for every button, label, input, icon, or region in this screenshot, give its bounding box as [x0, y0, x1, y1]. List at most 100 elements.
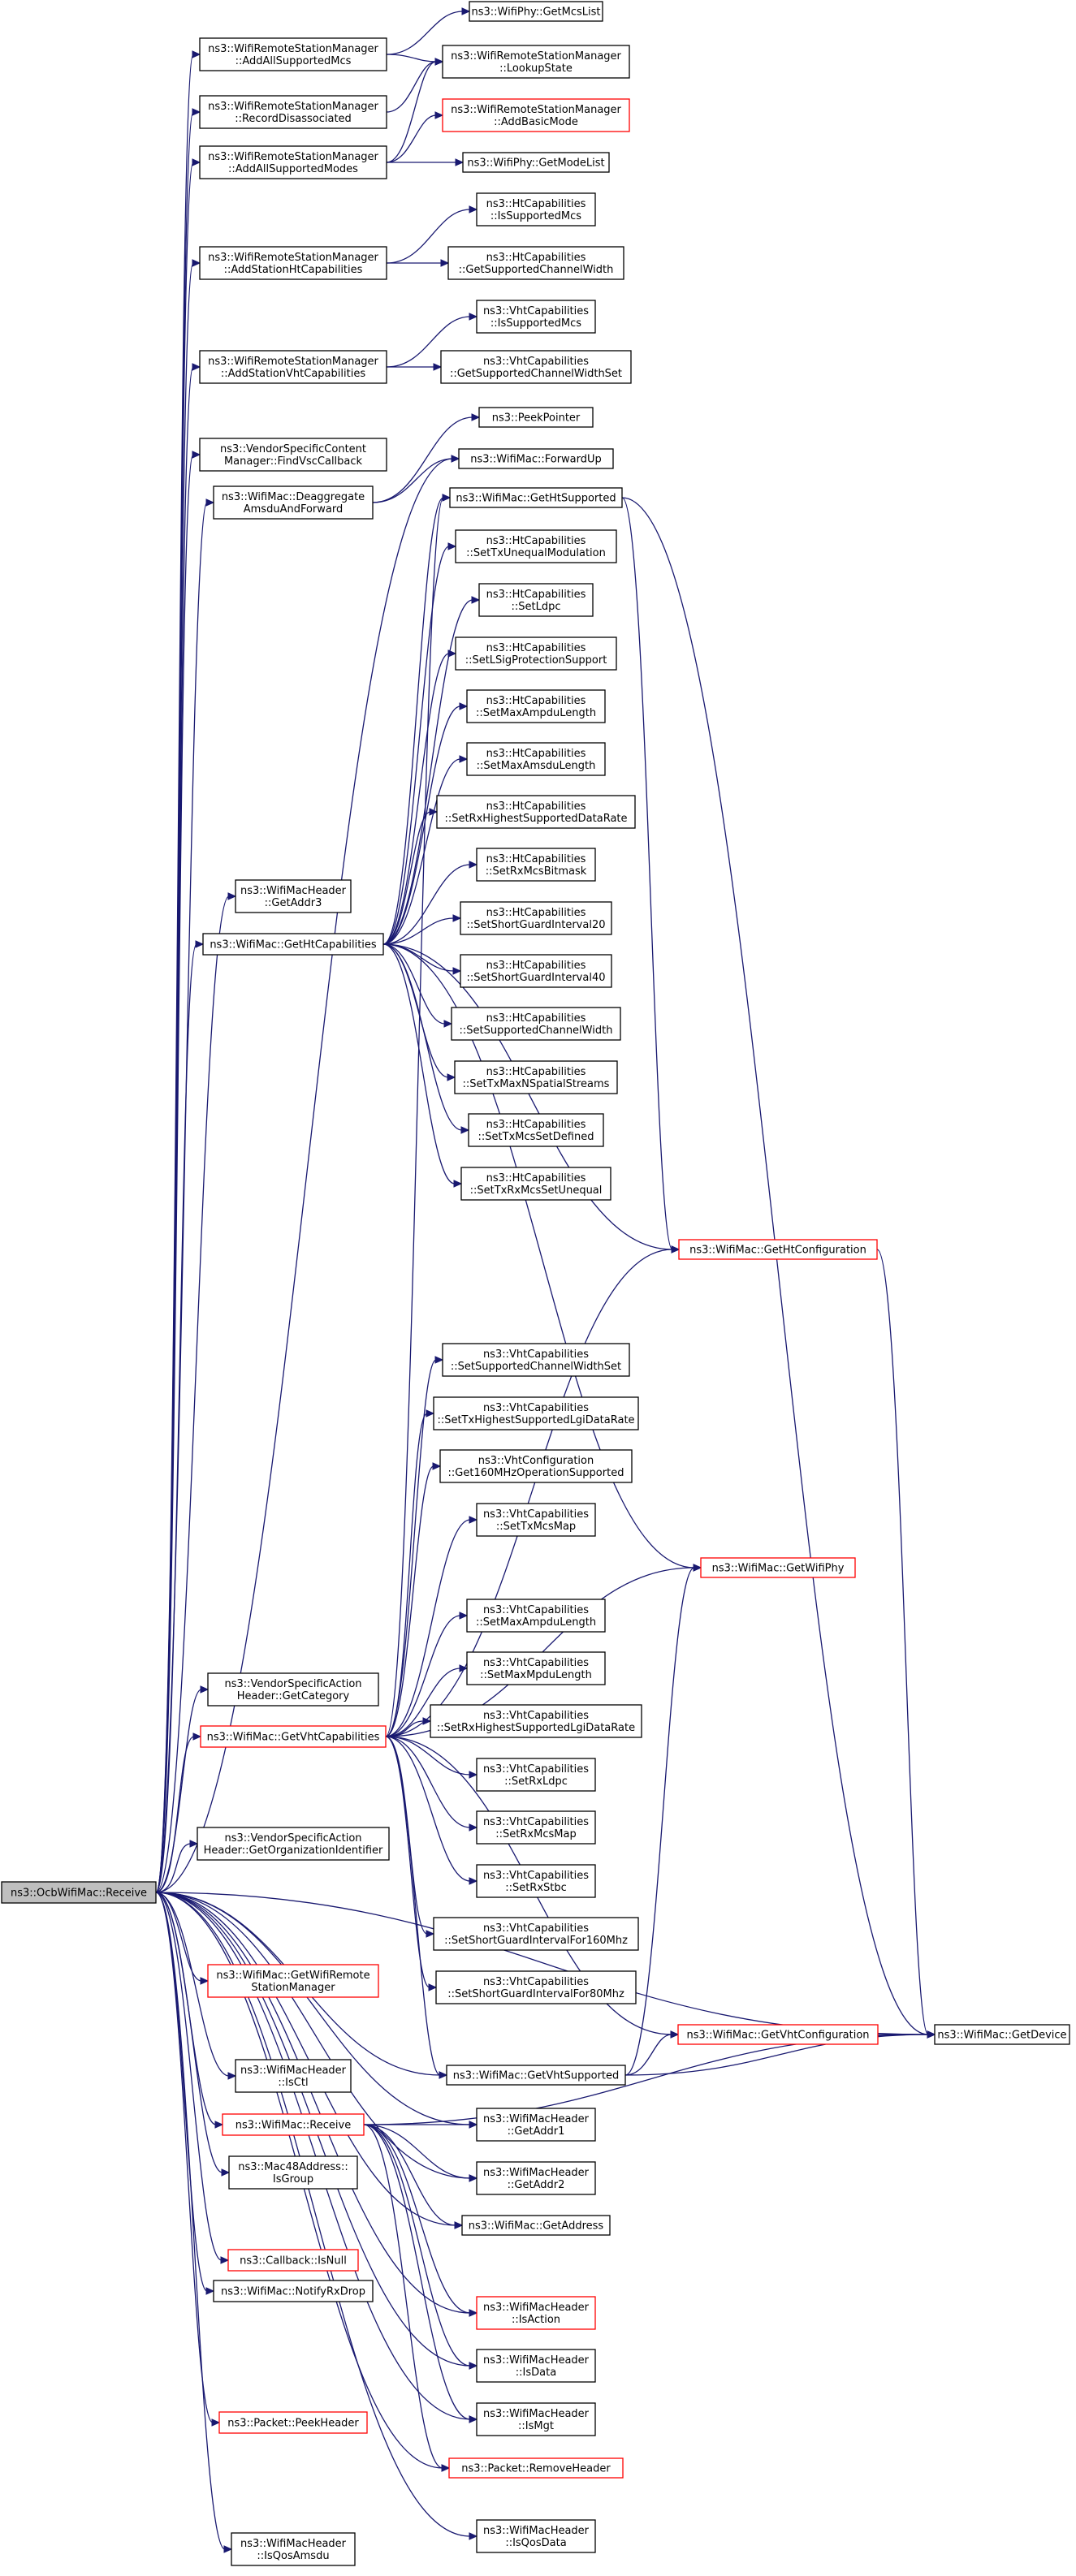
call-edge-get_ht_caps-to-ht_set_tx_unequal_mod: [382, 546, 450, 945]
function-node-vhtconf-get160[interactable]: ns3::VhtConfiguration::Get160MHzOperatio…: [439, 1449, 633, 1483]
node-label-line: ns3::VhtCapabilities: [483, 1710, 589, 1722]
function-node-wifimac-get-address[interactable]: ns3::WifiMac::GetAddress: [461, 2215, 611, 2236]
arrowhead-get_vht_caps-to-vht_set_tx_mcs_map: [469, 1516, 478, 1524]
function-node-ht-set-max-amsdu[interactable]: ns3::HtCapabilities::SetMaxAmsduLength: [466, 742, 606, 776]
function-node-get-ht-caps[interactable]: ns3::WifiMac::GetHtCapabilities: [202, 933, 384, 956]
function-node-ht-is-supported-mcs[interactable]: ns3::HtCapabilities::IsSupportedMcs: [476, 192, 596, 227]
function-node-vht-set-max-ampdu[interactable]: ns3::VhtCapabilities::SetMaxAmpduLength: [466, 1599, 606, 1633]
function-node-get-wifi-phy[interactable]: ns3::WifiMac::GetWifiPhy: [700, 1557, 856, 1578]
call-edge-get_ht_caps-to-ht_set_rx_highest: [382, 811, 431, 945]
function-node-ht-set-sgi40[interactable]: ns3::HtCapabilities::SetShortGuardInterv…: [460, 954, 612, 988]
function-node-add-station-vht-caps[interactable]: ns3::WifiRemoteStationManager::AddStatio…: [199, 350, 387, 384]
function-node-ht-set-max-ampdu[interactable]: ns3::HtCapabilities::SetMaxAmpduLength: [466, 689, 606, 723]
function-node-ht-set-supported-cw[interactable]: ns3::HtCapabilities::SetSupportedChannel…: [451, 1007, 621, 1041]
node-label-line: ns3::WifiMac::GetVhtCapabilities: [207, 1732, 380, 1744]
function-node-hdr-get-addr1[interactable]: ns3::WifiMacHeader::GetAddr1: [476, 2108, 596, 2142]
arrowhead-get_vht_caps-to-vht_set_max_ampdu: [459, 1612, 469, 1620]
node-box: [199, 37, 387, 71]
function-node-mac48-is-group[interactable]: ns3::Mac48Address::IsGroup: [228, 2155, 358, 2190]
function-node-forward-up[interactable]: ns3::WifiMac::ForwardUp: [458, 448, 614, 469]
node-box: [433, 1917, 639, 1951]
function-node-get-vht-configuration[interactable]: ns3::WifiMac::GetVhtConfiguration: [677, 2024, 879, 2045]
node-label-line: ns3::HtCapabilities: [486, 589, 586, 601]
function-node-get-ht-supported[interactable]: ns3::WifiMac::GetHtSupported: [449, 487, 623, 508]
arrowhead-get_vht_supported-to-get_vht_configuration: [670, 2030, 680, 2039]
function-node-ht-set-txrx-mcs-unequal[interactable]: ns3::HtCapabilities::SetTxRxMcsSetUnequa…: [460, 1167, 611, 1201]
node-label-line: ::SetLdpc: [511, 601, 560, 613]
function-node-ht-get-supported-cw[interactable]: ns3::HtCapabilities::GetSupportedChannel…: [447, 246, 624, 280]
call-edge-get_vht_supported-to-get_vht_configuration: [624, 2034, 672, 2076]
function-node-phy-get-mcs-list[interactable]: ns3::WifiPhy::GetMcsList: [469, 1, 603, 22]
function-node-ocb-receive[interactable]: ns3::OcbWifiMac::Receive: [1, 1881, 157, 1904]
call-edge-get_ht_caps-to-get_ht_supported: [382, 497, 444, 945]
function-node-vht-set-rx-mcs-map[interactable]: ns3::VhtCapabilities::SetRxMcsMap: [476, 1810, 596, 1845]
node-box: [454, 1060, 618, 1094]
node-label-line: ::IsData: [516, 2367, 556, 2379]
node-label-line: ns3::WifiMac::GetHtCapabilities: [210, 939, 377, 951]
function-node-add-station-ht-caps[interactable]: ns3::WifiRemoteStationManager::AddStatio…: [199, 246, 387, 280]
function-node-vht-set-tx-highest-lgi[interactable]: ns3::VhtCapabilities::SetTxHighestSuppor…: [433, 1396, 639, 1430]
function-node-add-all-supported-modes[interactable]: ns3::WifiRemoteStationManager::AddAllSup…: [199, 145, 387, 179]
function-node-hdr-get-addr2[interactable]: ns3::WifiMacHeader::GetAddr2: [476, 2161, 596, 2195]
call-edge-ocb_receive-to-wifimac_receive: [155, 1892, 217, 2125]
function-node-vht-set-rx-highest-lgi[interactable]: ns3::VhtCapabilities::SetRxHighestSuppor…: [430, 1704, 642, 1738]
function-node-notify-rx-drop[interactable]: ns3::WifiMac::NotifyRxDrop: [213, 2280, 374, 2302]
function-node-ht-set-tx-max-nss[interactable]: ns3::HtCapabilities::SetTxMaxNSpatialStr…: [454, 1060, 618, 1094]
function-node-hdr-is-action[interactable]: ns3::WifiMacHeader::IsAction: [476, 2296, 596, 2330]
function-node-lookup-state[interactable]: ns3::WifiRemoteStationManager::LookupSta…: [442, 45, 630, 79]
function-node-ht-set-rx-highest[interactable]: ns3::HtCapabilities::SetRxHighestSupport…: [436, 795, 636, 829]
function-node-phy-get-mode-list[interactable]: ns3::WifiPhy::GetModeList: [462, 152, 610, 173]
function-node-vht-set-tx-mcs-map[interactable]: ns3::VhtCapabilities::SetTxMcsMap: [476, 1503, 596, 1537]
function-node-add-basic-mode[interactable]: ns3::WifiRemoteStationManager::AddBasicM…: [442, 98, 630, 132]
function-node-packet-peek-header[interactable]: ns3::Packet::PeekHeader: [218, 2411, 368, 2434]
node-label-line: IsGroup: [273, 2173, 313, 2186]
function-node-hdr-is-qos-amsdu[interactable]: ns3::WifiMacHeader::IsQosAmsdu: [231, 2532, 356, 2566]
function-node-vendor-action-oui[interactable]: ns3::VendorSpecificActionHeader::GetOrga…: [197, 1827, 390, 1861]
function-node-ht-set-tx-mcs-defined[interactable]: ns3::HtCapabilities::SetTxMcsSetDefined: [468, 1113, 604, 1147]
function-node-ht-set-sgi20[interactable]: ns3::HtCapabilities::SetShortGuardInterv…: [460, 901, 612, 935]
function-node-vht-get-supported-cws[interactable]: ns3::VhtCapabilities::GetSupportedChanne…: [440, 350, 632, 384]
arrowhead-ocb_receive-to-add_all_supported_modes: [192, 158, 201, 166]
function-node-ht-set-lsig[interactable]: ns3::HtCapabilities::SetLSigProtectionSu…: [455, 636, 617, 671]
function-node-vht-set-rx-ldpc[interactable]: ns3::VhtCapabilities::SetRxLdpc: [476, 1758, 596, 1792]
function-node-get-ht-configuration[interactable]: ns3::WifiMac::GetHtConfiguration: [678, 1239, 878, 1260]
function-node-vendor-action-category[interactable]: ns3::VendorSpecificActionHeader::GetCate…: [207, 1672, 379, 1707]
node-box: [200, 1725, 387, 1748]
function-node-ht-set-ldpc[interactable]: ns3::HtCapabilities::SetLdpc: [478, 583, 594, 617]
function-node-ht-set-rx-mcs-bitmask[interactable]: ns3::HtCapabilities::SetRxMcsBitmask: [476, 848, 596, 882]
arrowhead-ocb_receive-to-deaggregate: [205, 498, 215, 507]
function-node-peek-pointer[interactable]: ns3::PeekPointer: [478, 407, 594, 428]
function-node-get-wifi-remote-sm[interactable]: ns3::WifiMac::GetWifiRemoteStationManage…: [207, 1964, 379, 1998]
function-node-vht-set-sgi80[interactable]: ns3::VhtCapabilities::SetShortGuardInter…: [435, 1970, 637, 2004]
function-node-hdr-is-data[interactable]: ns3::WifiMacHeader::IsData: [476, 2349, 596, 2383]
function-node-get-device[interactable]: ns3::WifiMac::GetDevice: [934, 2024, 1070, 2045]
node-box: [235, 2059, 352, 2093]
function-node-hdr-get-addr3[interactable]: ns3::WifiMacHeader::GetAddr3: [235, 879, 352, 913]
node-box: [199, 350, 387, 384]
function-node-vht-set-max-mpdu[interactable]: ns3::VhtCapabilities::SetMaxMpduLength: [466, 1651, 606, 1685]
arrowhead-get_vht_caps-to-vht_set_sgi80: [428, 1983, 438, 1991]
function-node-vht-set-sgi160[interactable]: ns3::VhtCapabilities::SetShortGuardInter…: [433, 1917, 639, 1951]
arrowhead-add_all_supported_mcs-to-phy_get_mcs_list: [461, 7, 471, 15]
call-edge-ocb_receive-to-get_ht_caps: [155, 943, 197, 1893]
function-node-add-all-supported-mcs[interactable]: ns3::WifiRemoteStationManager::AddAllSup…: [199, 37, 387, 71]
function-node-record-disassociated[interactable]: ns3::WifiRemoteStationManager::RecordDis…: [199, 95, 387, 129]
function-node-get-vht-supported[interactable]: ns3::WifiMac::GetVhtSupported: [446, 2065, 626, 2086]
function-node-packet-remove-header[interactable]: ns3::Packet::RemoveHeader: [448, 2457, 624, 2479]
node-label-line: ns3::HtCapabilities: [486, 853, 586, 865]
call-edge-ocb_receive-to-get_device: [155, 1892, 929, 2035]
function-node-vht-set-supported-cws[interactable]: ns3::VhtCapabilities::SetSupportedChanne…: [442, 1343, 630, 1377]
function-node-vht-is-supported-mcs[interactable]: ns3::VhtCapabilities::IsSupportedMcs: [476, 300, 596, 334]
function-node-hdr-is-mgt[interactable]: ns3::WifiMacHeader::IsMgt: [476, 2402, 596, 2436]
node-box: [439, 1449, 633, 1483]
function-node-get-vht-caps[interactable]: ns3::WifiMac::GetVhtCapabilities: [200, 1725, 387, 1748]
function-node-hdr-is-ctl[interactable]: ns3::WifiMacHeader::IsCtl: [235, 2059, 352, 2093]
function-node-vht-set-rx-stbc[interactable]: ns3::VhtCapabilities::SetRxStbc: [476, 1864, 596, 1898]
function-node-wifimac-receive[interactable]: ns3::WifiMac::Receive: [222, 2113, 365, 2136]
arrowhead-get_vht_caps-to-vht_set_supported_cws: [434, 1356, 444, 1364]
function-node-vendor-find-vsc[interactable]: ns3::VendorSpecificContentManager::FindV…: [199, 438, 387, 472]
function-node-ht-set-tx-unequal-mod[interactable]: ns3::HtCapabilities::SetTxUnequalModulat…: [455, 529, 617, 563]
function-node-callback-is-null[interactable]: ns3::Callback::IsNull: [227, 2249, 359, 2272]
function-node-hdr-is-qos-data[interactable]: ns3::WifiMacHeader::IsQosData: [476, 2519, 596, 2553]
